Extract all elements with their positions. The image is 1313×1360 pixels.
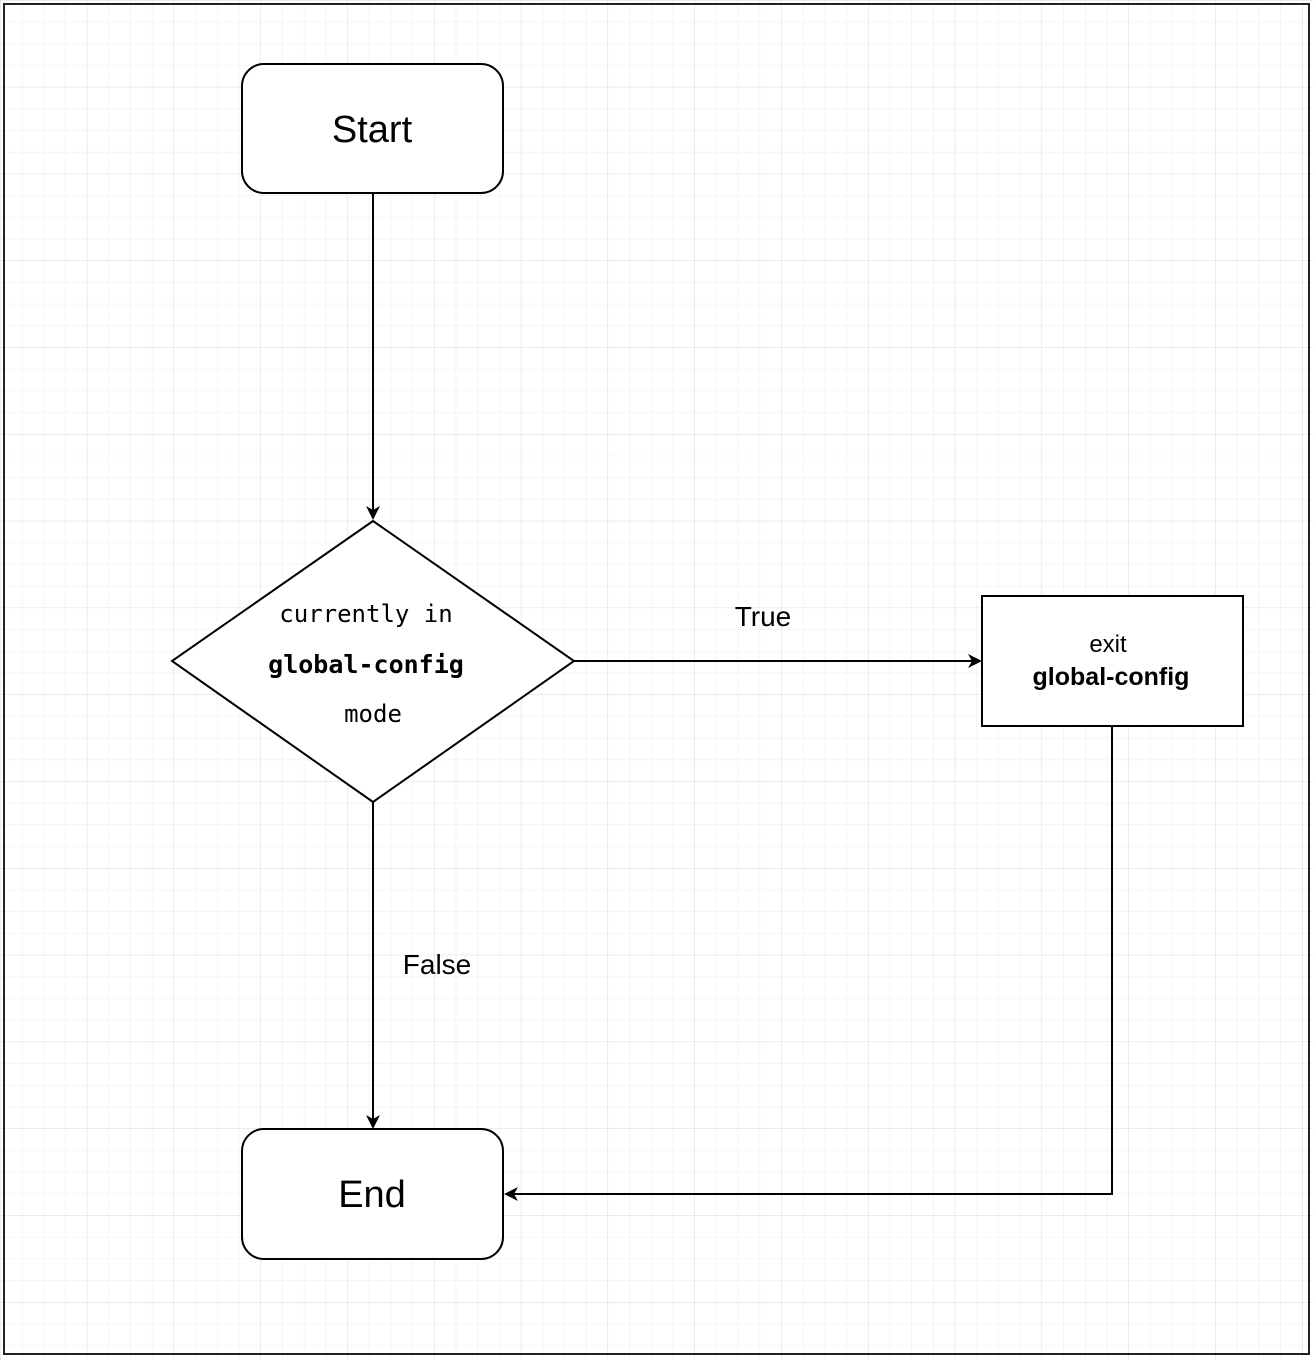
decision-node-shape [170, 519, 576, 804]
end-node-label: End [338, 1174, 406, 1216]
edge-label-true: True [735, 601, 792, 632]
diagram-frame [3, 3, 1310, 1355]
edge-label-false: False [403, 949, 471, 980]
decision-node[interactable]: currently in global-config mode [170, 519, 576, 804]
exit-global-config-node[interactable]: exit global-config [981, 595, 1244, 727]
decision-node-label-line2: global-config [268, 650, 464, 679]
start-node-shape [241, 63, 504, 194]
end-node-shape [241, 1128, 504, 1260]
exit-global-config-node-shape [981, 595, 1244, 727]
exit-global-config-node-label-line2: global-config [1033, 663, 1190, 691]
start-node[interactable]: Start [241, 63, 504, 194]
decision-node-label-line1: currently in [279, 600, 452, 628]
edge-action-to-end [504, 727, 1113, 1201]
decision-node-label-line3: mode [344, 700, 402, 728]
exit-global-config-node-label-line1: exit [1089, 631, 1127, 658]
start-node-label: Start [332, 109, 413, 151]
end-node[interactable]: End [241, 1128, 504, 1260]
